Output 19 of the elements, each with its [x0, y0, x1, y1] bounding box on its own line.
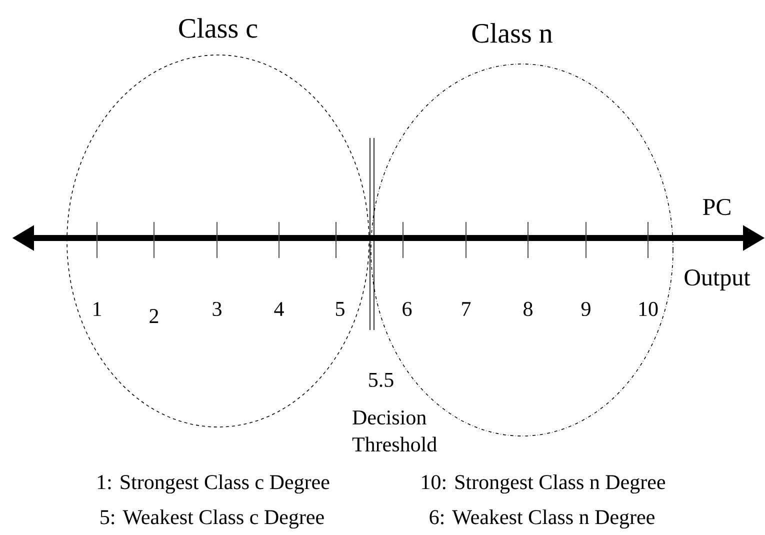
tick-label: 3 [212, 302, 222, 316]
note: 1: Strongest Class c Degree [98, 474, 330, 494]
tick-label: 10 [639, 302, 658, 316]
tick-label: 4 [274, 302, 284, 316]
node-label: Class c [179, 18, 258, 38]
threshold-label: 5.5 [369, 372, 394, 388]
tick-label: 9 [581, 302, 590, 316]
tick-label: 1 [94, 302, 101, 316]
tick-label: 6 [402, 302, 412, 316]
threshold-label: Decision Threshold [352, 410, 437, 452]
note: 5: Weakest Class c Degree [100, 509, 324, 529]
node-label: Class n [472, 23, 552, 43]
tick-label: 7 [462, 302, 471, 316]
axis-label: PC [703, 198, 730, 216]
tick-label: 8 [524, 302, 532, 316]
note: 10: Strongest Class n Degree [422, 474, 666, 494]
tick-label: 5 [336, 302, 344, 316]
tick-label: 2 [150, 309, 158, 323]
note: 6: Weakest Class n Degree [430, 509, 654, 529]
